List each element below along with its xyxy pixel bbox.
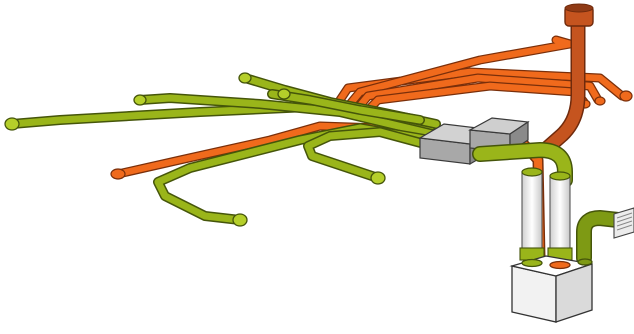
wall-grille [613, 207, 634, 239]
supply-terminal-4 [232, 213, 248, 227]
green-duct-run-5 [303, 127, 437, 183]
vertical-risers [519, 167, 573, 261]
supply-duct-group [7, 73, 441, 225]
supply-terminal-5 [370, 171, 386, 185]
green-duct-run-6 [267, 89, 425, 125]
flue-terminal-opening [564, 3, 594, 13]
riser-pipe-2 [549, 171, 571, 261]
green-duct-run-4 [153, 123, 435, 225]
supply-terminal-3 [238, 72, 252, 84]
extract-terminal-3 [594, 96, 606, 106]
riser-pipe-1 [521, 167, 543, 261]
extract-terminal-2 [619, 90, 633, 102]
green-duct-run-2 [135, 93, 437, 139]
orange-duct-run-1 [335, 67, 627, 105]
intake-duct [576, 209, 626, 266]
supply-terminal-6 [277, 88, 291, 100]
supply-terminal-2 [133, 94, 147, 106]
flue-pipe [537, 3, 594, 158]
heat-recovery-unit [509, 255, 593, 323]
supply-terminal-1 [4, 117, 20, 131]
orange-duct-run-2 [345, 35, 575, 109]
extract-terminal-1 [110, 168, 126, 180]
orange-duct-run-3 [353, 73, 603, 113]
unit-side-face [555, 263, 593, 323]
orange-duct-run-5 [113, 121, 385, 179]
supply-terminals [4, 72, 386, 227]
